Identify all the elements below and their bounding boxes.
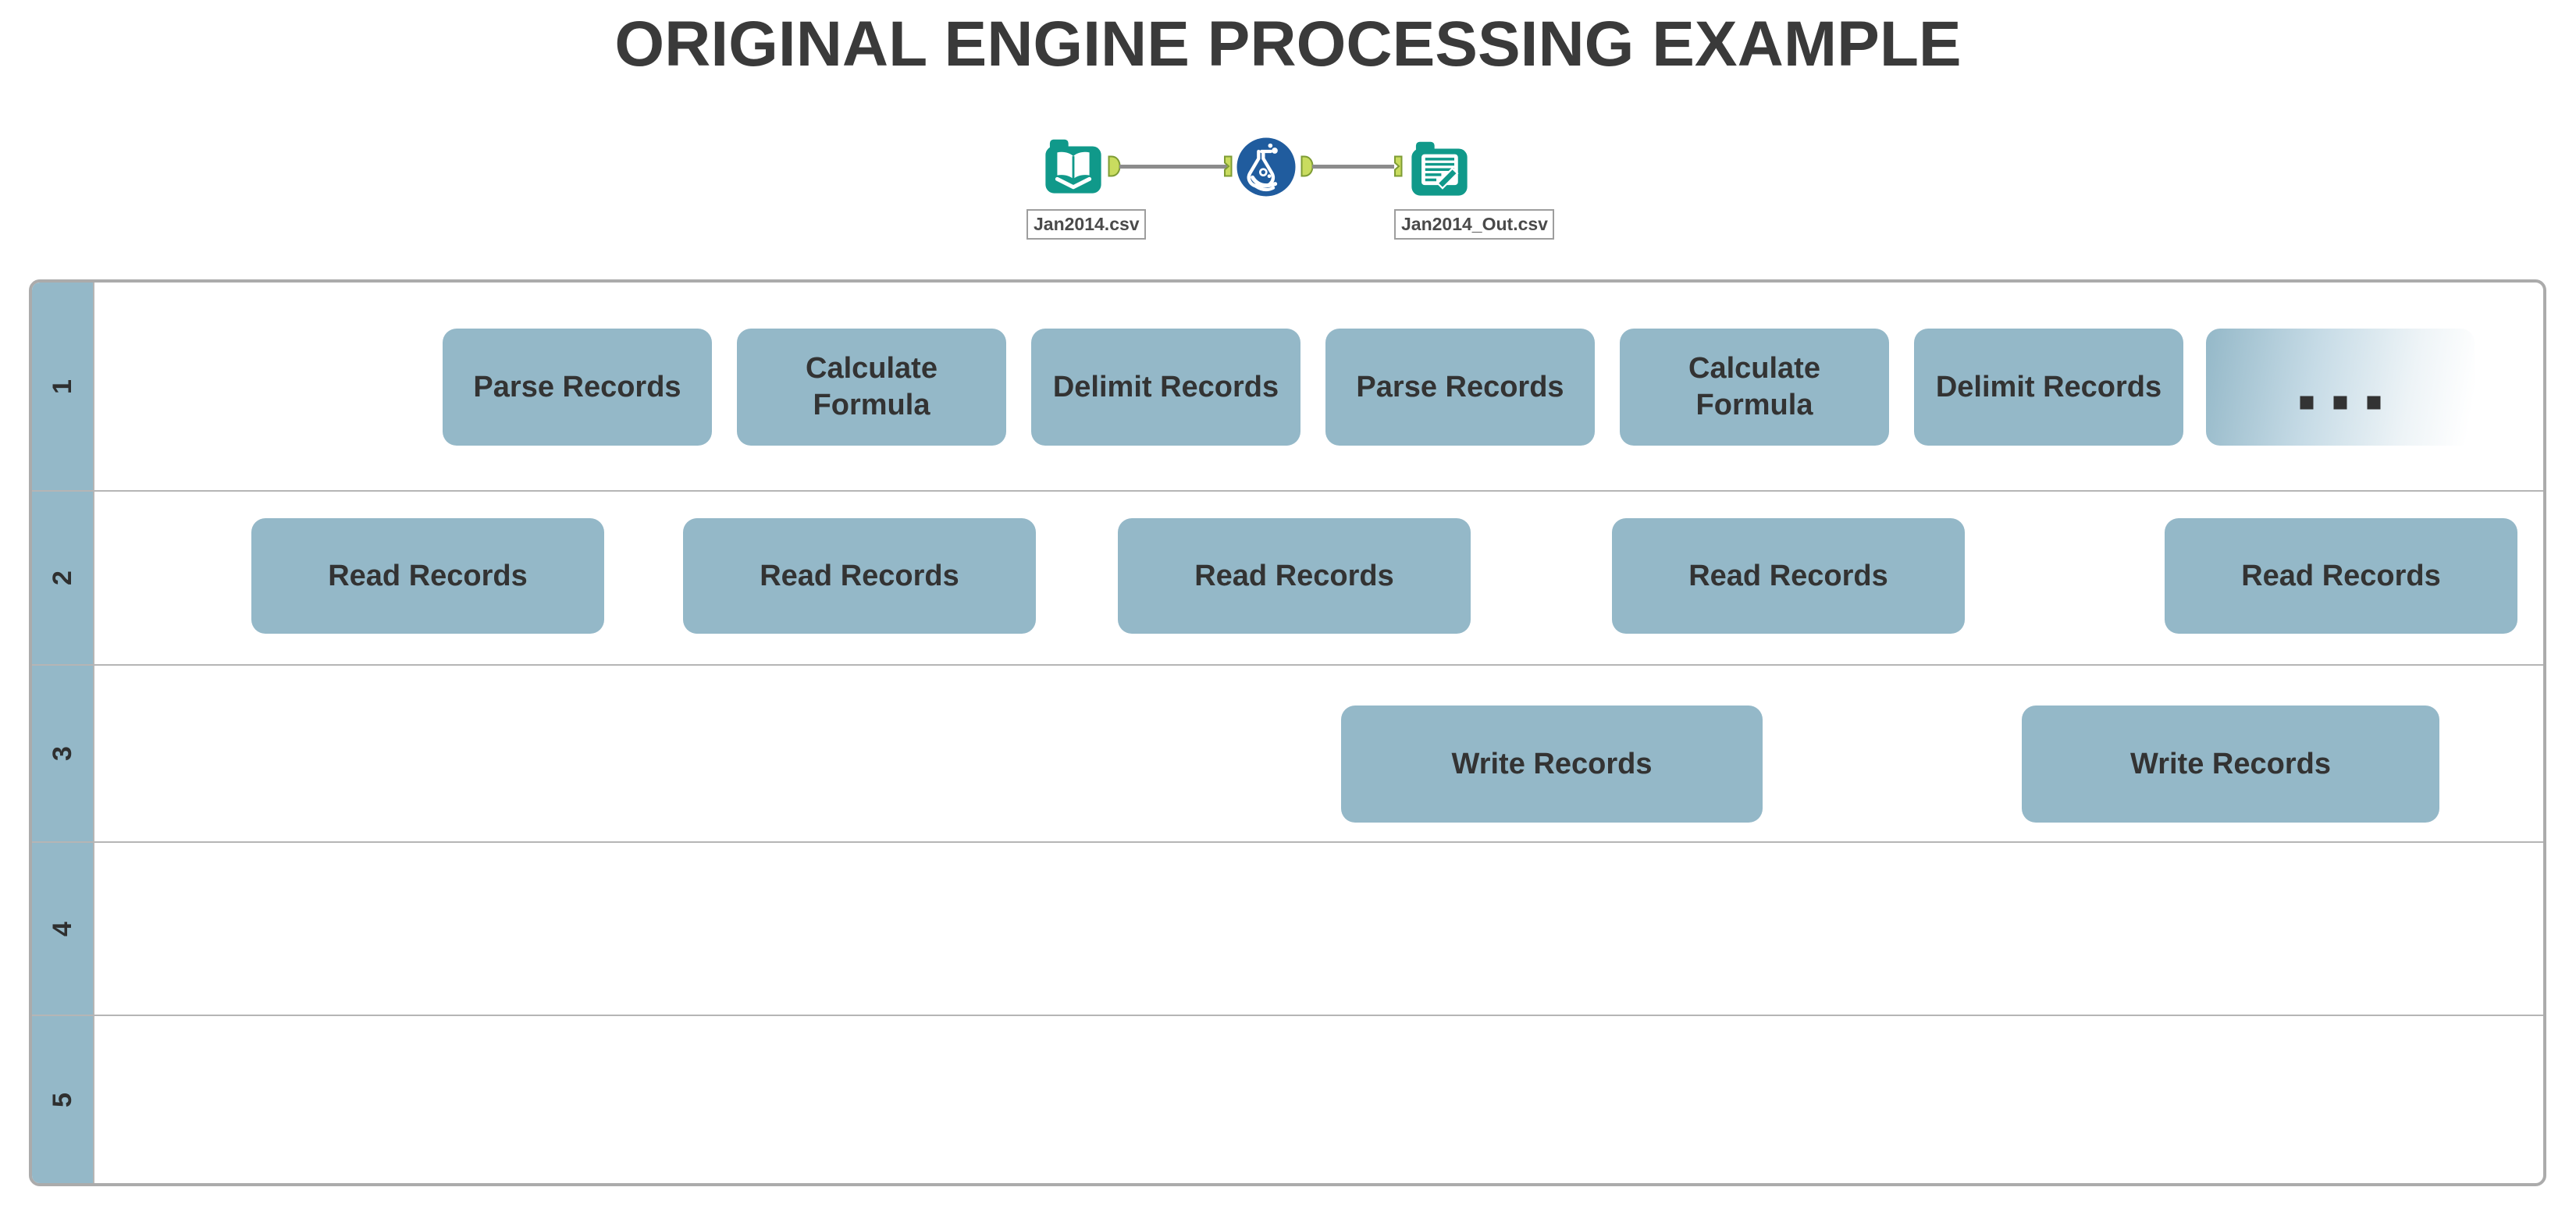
input-anchor-icon (1394, 155, 1403, 177)
task-calculate-formula: Calculate Formula (737, 329, 1006, 446)
task-parse-records: Parse Records (443, 329, 712, 446)
swimlane-pool: 1 Parse Records Calculate Formula Delimi… (29, 279, 2546, 1186)
task-read-records: Read Records (1118, 518, 1471, 634)
lane-4-body (94, 843, 2543, 1015)
task-read-records: Read Records (683, 518, 1036, 634)
lane-2-label: 2 (32, 492, 94, 664)
lane-5-label: 5 (32, 1016, 94, 1183)
lane-2: 2 Read Records Read Records Read Records… (32, 490, 2543, 664)
task-read-records: Read Records (2165, 518, 2517, 634)
lane-2-body: Read Records Read Records Read Records R… (94, 492, 2543, 664)
task-calculate-formula: Calculate Formula (1620, 329, 1889, 446)
lane-5: 5 (32, 1015, 2543, 1183)
connector-line (1312, 165, 1394, 169)
task-delimit-records: Delimit Records (1914, 329, 2183, 446)
lane-number: 4 (47, 921, 77, 937)
task-parse-records: Parse Records (1325, 329, 1595, 446)
output-file-label: Jan2014_Out.csv (1394, 209, 1554, 240)
lane-1-label: 1 (32, 283, 94, 490)
lane-3-label: 3 (32, 666, 94, 841)
ellipsis (2300, 396, 2381, 409)
input-anchor-icon (1224, 155, 1233, 177)
connector-line (1119, 165, 1227, 169)
task-continuation (2206, 329, 2475, 446)
lane-1-body: Parse Records Calculate Formula Delimit … (94, 283, 2543, 490)
lane-3-body: Write Records Write Records (94, 666, 2543, 841)
output-data-icon (1411, 141, 1468, 196)
lane-number: 3 (47, 746, 77, 761)
page-title: ORIGINAL ENGINE PROCESSING EXAMPLE (614, 9, 1962, 80)
lane-3: 3 Write Records Write Records (32, 664, 2543, 841)
lane-1: 1 Parse Records Calculate Formula Delimi… (32, 283, 2543, 490)
task-write-records: Write Records (1341, 706, 1763, 823)
input-data-icon (1045, 139, 1101, 194)
task-read-records: Read Records (251, 518, 604, 634)
lane-number: 1 (47, 379, 77, 394)
lane-4-label: 4 (32, 843, 94, 1015)
formula-tool-icon (1236, 137, 1296, 197)
task-delimit-records: Delimit Records (1031, 329, 1300, 446)
lane-number: 5 (47, 1092, 77, 1107)
input-file-label: Jan2014.csv (1026, 209, 1146, 240)
lane-4: 4 (32, 841, 2543, 1015)
lane-number: 2 (47, 570, 77, 585)
task-write-records: Write Records (2022, 706, 2439, 823)
lane-5-body (94, 1016, 2543, 1183)
task-read-records: Read Records (1612, 518, 1965, 634)
